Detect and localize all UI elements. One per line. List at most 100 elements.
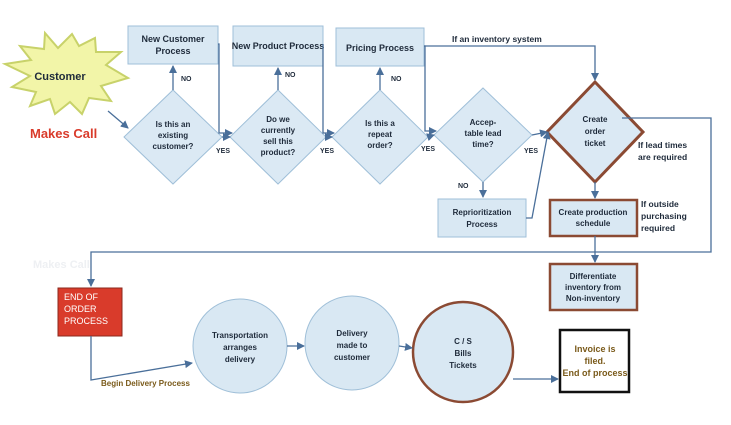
reprioritization-line: Reprioritization (453, 208, 512, 217)
arrow-pricing-return (424, 45, 437, 135)
edge-label-no-currently: NO (285, 72, 296, 79)
pricing-line: Pricing Process (346, 43, 414, 53)
existing-customer-line: Is this an (156, 120, 191, 129)
production-schedule-line: Create production (559, 208, 628, 217)
order-ticket-line: order (585, 127, 605, 136)
arrow-leadtime-yes (531, 129, 548, 138)
arrow-newcustomer-return (218, 43, 233, 137)
invoice-line: filed. (584, 356, 605, 366)
currently-sell-line: sell this (263, 137, 293, 146)
note-lead-times-line: are required (638, 152, 687, 162)
invoice-line: End of process (562, 368, 627, 378)
arrow-inventory-system (424, 45, 599, 81)
end-order-line: PROCESS (64, 316, 108, 326)
connectors (87, 43, 712, 383)
delivery-line: customer (334, 353, 370, 362)
note-begin-delivery: Begin Delivery Process (101, 379, 190, 388)
transportation-line: delivery (225, 355, 256, 364)
order-ticket-line: Create (583, 115, 608, 124)
invoice-filed-rect (558, 328, 631, 394)
new-product-process-box (232, 25, 324, 67)
pricing-process-box (335, 27, 425, 67)
reprioritization-box (437, 198, 527, 238)
edge-label-yes-repeat: YES (421, 146, 435, 153)
existing-customer-line: existing (158, 131, 188, 140)
delivery-circle-shape (304, 295, 400, 391)
arrow-delivery-to-cs (398, 342, 413, 351)
note-lead-times-line: If lead times (638, 140, 687, 150)
decision-lead-time: Accep-table lead time? (433, 87, 533, 183)
arrow-repeat-yes (426, 133, 435, 142)
currently-sell-line: product? (261, 148, 296, 157)
lead-time-line: table lead (465, 129, 502, 138)
create-production-schedule: Create production schedule (548, 198, 639, 238)
reprioritization-line: Process (466, 220, 498, 229)
note-outside-purchasing-line: purchasing (641, 211, 687, 221)
invoice-line: Invoice is (574, 344, 615, 354)
svg-text:Pricing Process: Pricing Process (346, 43, 414, 53)
end-order-line: END OF (64, 292, 99, 302)
edge-label-no-leadtime: NO (458, 183, 469, 190)
production-schedule-line: schedule (576, 219, 611, 228)
lead-time-line: time? (472, 140, 493, 149)
currently-sell-line: Do we (266, 115, 290, 124)
edge-label-yes-currently: YES (320, 148, 334, 155)
edge-label-no-repeat: NO (391, 76, 402, 83)
new-customer-line: Process (155, 46, 190, 56)
note-outside-purchasing-line: If outside (641, 199, 679, 209)
decision-repeat-order-shape (331, 89, 429, 185)
differentiate-line: Non-inventory (566, 294, 621, 303)
svg-text:New Product Process: New Product Process (232, 41, 325, 51)
note-inventory-system: If an inventory system (452, 34, 542, 44)
cs-bills-line: Tickets (449, 361, 477, 370)
new-product-process: New Product Process (232, 25, 325, 67)
arrow-ticket-loop-end-order (87, 117, 712, 287)
makes-call-label: Makes Call (30, 126, 97, 141)
customer-node: Customer (1, 30, 131, 116)
new-product-line: New Product Process (232, 41, 325, 51)
production-schedule-box (548, 198, 639, 238)
ghost-makes-call-text: Makes Call (33, 259, 90, 271)
repeat-order-line: repeat (368, 130, 392, 139)
customer-label: Customer (34, 71, 86, 83)
cs-bills-line: Bills (455, 349, 472, 358)
arrow-newproduct-return (322, 44, 335, 137)
edge-label-no-existing: NO (181, 76, 192, 83)
note-outside-purchasing-line: required (641, 223, 675, 233)
decision-existing-customer-shape (123, 89, 223, 185)
differentiate-line: Differentiate (570, 272, 617, 281)
delivery-circle: Delivery made to customer (304, 295, 400, 391)
arrow-begin-delivery (90, 336, 193, 381)
cs-bills-line: C / S (454, 337, 472, 346)
edge-label-yes-leadtime: YES (524, 148, 538, 155)
transportation-line: arranges (223, 343, 257, 352)
delivery-line: Delivery (336, 329, 368, 338)
repeat-order-line: order? (367, 141, 392, 150)
new-customer-line: New Customer (141, 34, 205, 44)
lead-time-line: Accep- (470, 118, 497, 127)
delivery-line: made to (337, 341, 368, 350)
